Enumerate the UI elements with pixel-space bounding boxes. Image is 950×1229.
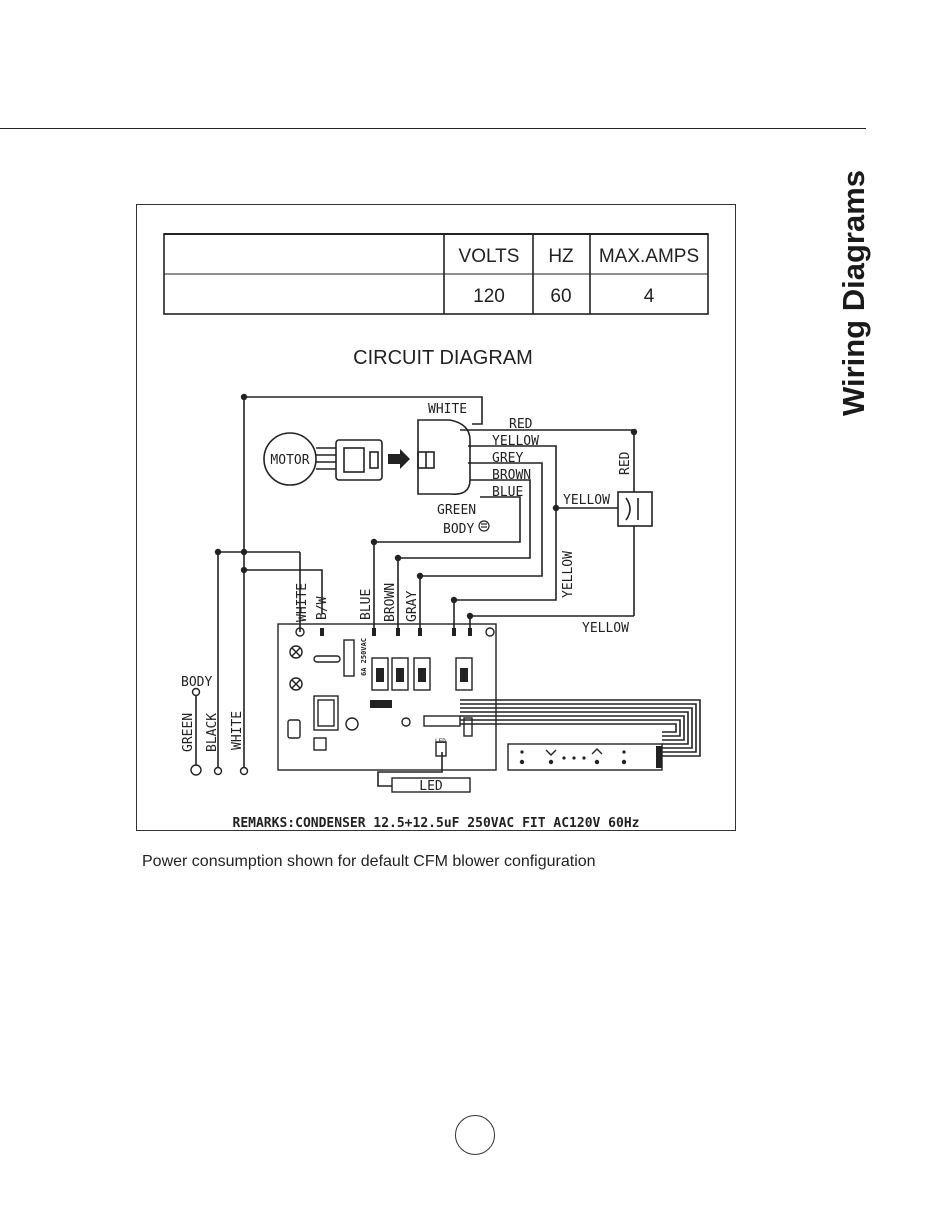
label-white-board: WHITE <box>295 583 310 622</box>
motor-label: MOTOR <box>270 453 309 468</box>
label-green: GREEN <box>437 503 476 518</box>
capacitor-symbol <box>617 491 653 527</box>
label-red-top: RED <box>509 417 533 432</box>
label-yellow-cap: YELLOW <box>563 493 610 508</box>
label-grey-top: GREY <box>492 451 523 466</box>
label-white-top: WHITE <box>428 402 467 417</box>
control-board <box>277 623 497 793</box>
table-header-hz: HZ <box>548 246 574 267</box>
junction-dots <box>214 393 638 620</box>
table-header-max-amps: MAX.AMPS <box>599 246 699 267</box>
page-number-circle <box>455 1115 495 1155</box>
label-body-ground: BODY <box>443 522 474 537</box>
spec-table <box>163 233 709 315</box>
keypad-buttons <box>519 746 662 768</box>
caption: Power consumption shown for default CFM … <box>142 853 596 870</box>
input-terminals <box>190 687 249 776</box>
motor-connector-housing <box>417 419 471 496</box>
label-gray-board: GRAY <box>405 591 420 622</box>
table-value-max-amps: 4 <box>644 286 655 307</box>
label-blue-top: BLUE <box>492 485 523 500</box>
label-white-terminal: WHITE <box>230 711 245 750</box>
label-yellow-top: YELLOW <box>492 434 539 449</box>
label-yellow-bottom: YELLOW <box>582 621 629 636</box>
table-value-volts: 120 <box>473 286 505 307</box>
label-brown-board: BROWN <box>383 583 398 622</box>
table-value-hz: 60 <box>550 286 571 307</box>
label-bw-board: B/W <box>315 596 330 620</box>
motor-symbol <box>263 432 383 486</box>
label-yellow-vertical: YELLOW <box>561 551 576 598</box>
label-black-terminal: BLACK <box>205 713 220 752</box>
remarks-text: REMARKS:CONDENSER 12.5+12.5uF 250VAC FIT… <box>233 816 640 831</box>
top-rule <box>0 128 866 129</box>
fuse-label: 6A 250VAC <box>360 638 368 676</box>
label-brown-top: BROWN <box>492 468 531 483</box>
diagram-title: CIRCUIT DIAGRAM <box>353 347 533 369</box>
board-terminal-pins <box>320 628 472 708</box>
label-green-terminal: GREEN <box>181 713 196 752</box>
led-small-label: LED <box>435 738 446 745</box>
diagram-frame <box>136 204 736 831</box>
arrow-right-icon <box>388 449 410 469</box>
table-header-volts: VOLTS <box>459 246 520 267</box>
label-blue-board: BLUE <box>359 589 374 620</box>
led-label: LED <box>419 779 443 794</box>
label-body-terminal: BODY <box>181 675 212 690</box>
ground-icon <box>478 520 490 532</box>
label-red-vertical: RED <box>618 451 633 475</box>
